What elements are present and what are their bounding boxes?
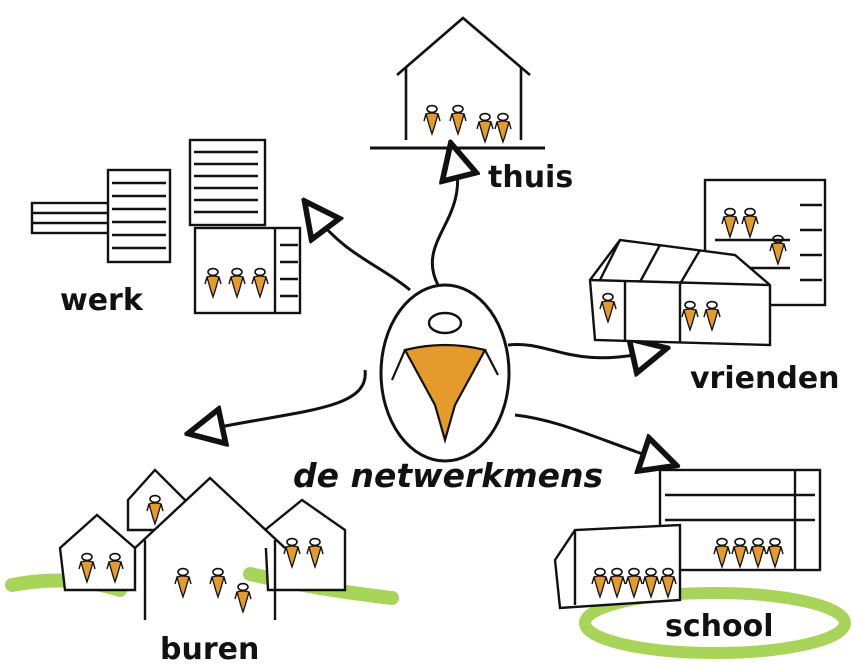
arrow-to-vrienden [507, 344, 650, 357]
school-ground [579, 587, 851, 659]
vrienden-buildings-drawing [588, 178, 827, 347]
connection-arrows [205, 160, 660, 460]
school-label: school [665, 609, 774, 644]
arrow-to-buren [205, 369, 367, 430]
vrienden-label: vrienden [690, 361, 840, 396]
center-label: de netwerkmens [293, 456, 604, 495]
school-buildings-drawing [553, 468, 822, 610]
thuis-house-drawing [370, 16, 545, 150]
buren-label: buren [160, 632, 260, 667]
buren-houses-drawing [58, 468, 347, 620]
werk-label: werk [60, 283, 143, 318]
arrow-to-werk [315, 215, 411, 292]
center-person-figure [379, 283, 511, 463]
werk-buildings-drawing [30, 138, 302, 315]
arrow-to-school [514, 413, 660, 460]
thuis-label: thuis [488, 160, 574, 195]
arrow-to-thuis [430, 160, 457, 286]
